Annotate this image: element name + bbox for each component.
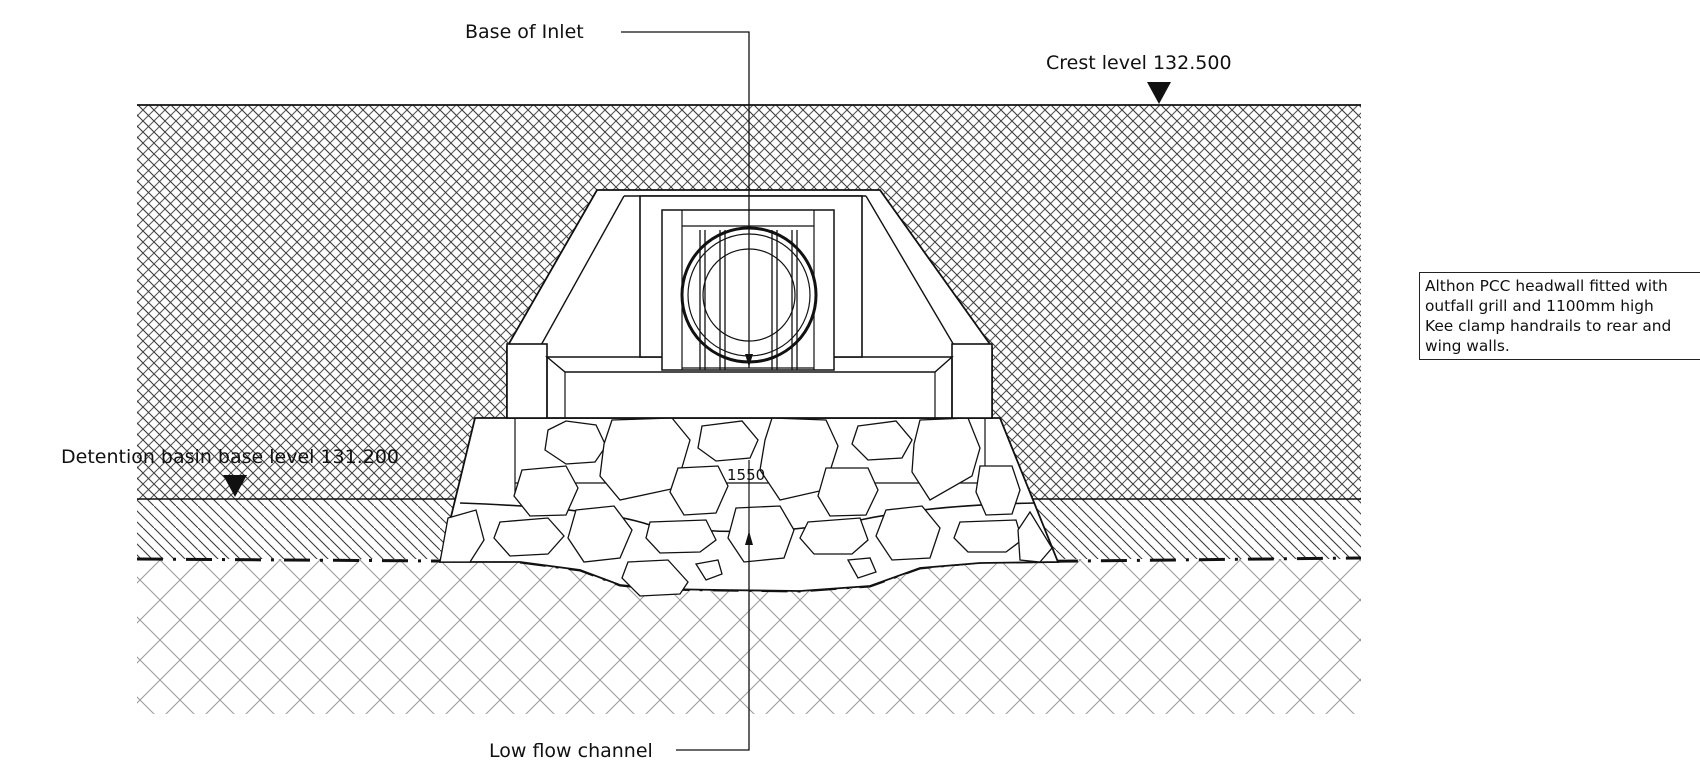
dimension-label: 1550 — [727, 466, 765, 484]
base-of-inlet-label: Base of Inlet — [465, 21, 584, 43]
basin-level-marker — [223, 475, 247, 497]
rock-fill-apron — [438, 417, 1060, 597]
crest-level-label: Crest level 132.500 — [1046, 52, 1232, 74]
base-of-inlet-leader — [621, 31, 750, 368]
low-flow-channel-label: Low flow channel — [489, 740, 653, 762]
formation-centreline — [136, 556, 1362, 593]
headwall-spec-note: Althon PCC headwall fitted with outfall … — [1419, 272, 1700, 360]
low-flow-channel-leader — [676, 530, 750, 751]
basin-base-level-label: Detention basin base level 131.200 — [61, 446, 399, 468]
crest-level-marker — [1147, 82, 1171, 104]
